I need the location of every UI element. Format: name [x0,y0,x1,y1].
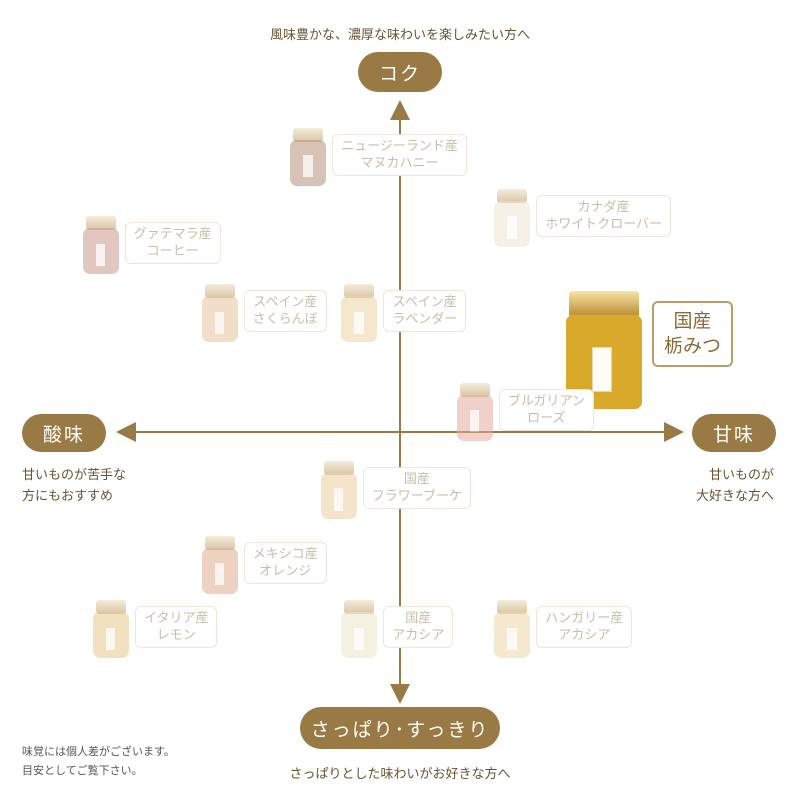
honey-jar-7 [320,460,357,519]
left-description-line-2: 方にもおすすめ [22,489,114,504]
jar-body [341,296,378,342]
honey-jar-3 [201,284,238,342]
jar-lid [459,382,490,397]
disclaimer-line-1: 味覚には個人差がございます。 [22,745,175,758]
product-label-line-2: フラワーブーケ [371,488,463,504]
disclaimer-line-2: 目安としてご覧下さい。 [22,764,143,777]
jar-body [320,472,357,519]
jar-body [82,228,119,274]
jar-lid [344,284,375,298]
product-label-line-2: マヌカハニー [360,155,439,171]
honey-jar-11 [494,600,531,659]
jar-body [456,394,493,441]
product-label-line-1: カナダ産 [577,199,630,215]
jar-lid [497,600,528,615]
jar-body [290,139,327,186]
jar-label-tag [354,627,364,650]
product-label-line-2: アカシア [558,628,611,644]
jar-label-tag [95,243,106,266]
jar-label-tag [303,155,313,178]
jar-body [201,547,238,594]
left-description: 甘いものが苦手な 方にもおすすめ [22,465,126,507]
honey-jar-0 [290,127,327,186]
honey-jar-4 [341,284,378,342]
jar-lid [323,460,354,475]
jar-lid [204,284,235,298]
product-label-line-1: ブルガリアン [507,393,585,409]
jar-body [494,612,531,659]
product-label-8: メキシコ産オレンジ [243,541,327,584]
right-description-line-1: 甘いものが [708,468,774,483]
axis-label-top: コク [358,52,442,92]
jar-label-tag [354,311,364,334]
disclaimer-note: 味覚には個人差がございます。 目安としてご覧下さい。 [22,742,175,780]
product-label-line-2: ホワイトクローバー [545,216,663,232]
product-label-line-1: スペイン産 [253,295,318,310]
jar-lid [85,216,116,230]
product-label-line-1: 国産 [673,310,712,333]
product-label-line-2: ラベンダー [392,312,458,327]
product-label-7: 国産フラワーブーケ [362,466,472,509]
product-label-9: イタリア産レモン [135,606,218,649]
product-label-line-1: スペイン産 [392,295,457,310]
jar-label-tag [214,311,225,334]
bottom-caption: さっぱりとした味わいがお好きな方へ [289,767,511,782]
honey-jar-6 [456,382,493,441]
jar-body [93,612,129,659]
jar-lid [96,600,126,615]
product-label-0: ニュージーランド産マヌカハニー [332,133,467,176]
product-label-line-1: イタリア産 [144,611,209,627]
product-label-2: グァテマラ産コーヒー [124,222,221,264]
product-label-5: 国産栃みつ [652,301,734,368]
jar-label-tag [507,627,517,650]
jar-label-tag [105,627,116,650]
axis-label-right: 甘味 [692,414,776,452]
product-label-4: スペイン産ラベンダー [383,290,467,332]
product-label-line-2: さくらんぼ [252,312,318,327]
product-label-line-1: 国産 [405,611,432,627]
right-description: 甘いものが 大好きな方へ [696,465,774,507]
jar-lid [293,127,324,142]
product-label-line-2: ローズ [527,410,566,426]
product-label-line-2: コーヒー [146,244,199,259]
jar-body [201,296,238,342]
honey-jar-10 [341,600,378,659]
product-label-10: 国産アカシア [383,606,454,649]
product-label-line-1: 国産 [403,471,430,487]
jar-label-tag [469,410,480,433]
jar-lid [497,188,528,203]
product-label-line-1: ニュージーランド産 [341,138,458,154]
product-label-3: スペイン産さくらんぼ [243,290,327,332]
top-caption: 風味豊かな、濃厚な味わいを楽しみたい方へ [269,28,530,43]
honey-jar-1 [494,188,531,247]
product-label-line-2: 栃みつ [664,335,722,358]
honey-jar-9 [93,600,129,659]
product-label-6: ブルガリアンローズ [498,388,594,431]
product-label-line-2: レモン [156,628,196,644]
product-label-1: カナダ産ホワイトクローバー [536,194,672,237]
jar-lid [569,291,639,318]
jar-label-tag [507,216,517,239]
axis-label-left: 酸味 [22,414,106,452]
honey-jar-8 [201,535,238,594]
product-label-line-1: メキシコ産 [252,546,318,562]
jar-lid [344,600,375,615]
jar-label-tag [333,488,344,511]
product-label-line-1: グァテマラ産 [133,227,212,242]
honey-jar-2 [82,216,119,274]
jar-lid [204,535,235,550]
product-label-line-1: ハンガリー産 [545,611,624,627]
jar-label-tag [591,347,613,393]
jar-label-tag [214,563,225,586]
product-label-11: ハンガリー産アカシア [536,606,633,649]
jar-body [494,200,531,247]
jar-body [341,612,378,659]
product-label-line-2: アカシア [392,628,445,644]
right-description-line-2: 大好きな方へ [695,489,774,504]
left-description-line-1: 甘いものが苦手な [22,468,127,483]
product-label-line-2: オレンジ [259,563,312,579]
axis-label-bottom: さっぱり･すっきり [300,707,500,749]
